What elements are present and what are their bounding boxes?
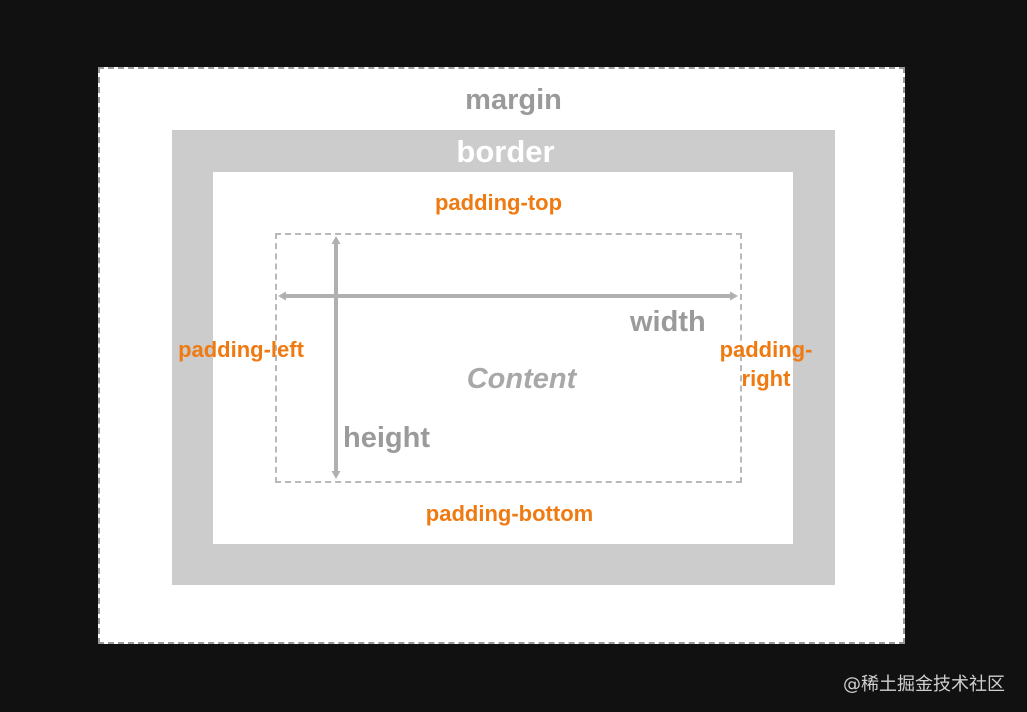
padding-top-label: padding-top <box>434 190 563 215</box>
content-label: Content <box>466 363 577 395</box>
padding-bottom-label: padding-bottom <box>425 501 594 526</box>
padding-right-label: padding-right <box>719 337 813 391</box>
content-area <box>275 233 742 483</box>
width-label: width <box>630 306 706 338</box>
padding-left-label: padding-left <box>178 337 304 362</box>
watermark: @稀土掘金技术社区 <box>843 674 1005 695</box>
height-label: height <box>343 422 430 454</box>
border-label: border <box>456 134 555 169</box>
margin-label: margin <box>465 84 562 116</box>
